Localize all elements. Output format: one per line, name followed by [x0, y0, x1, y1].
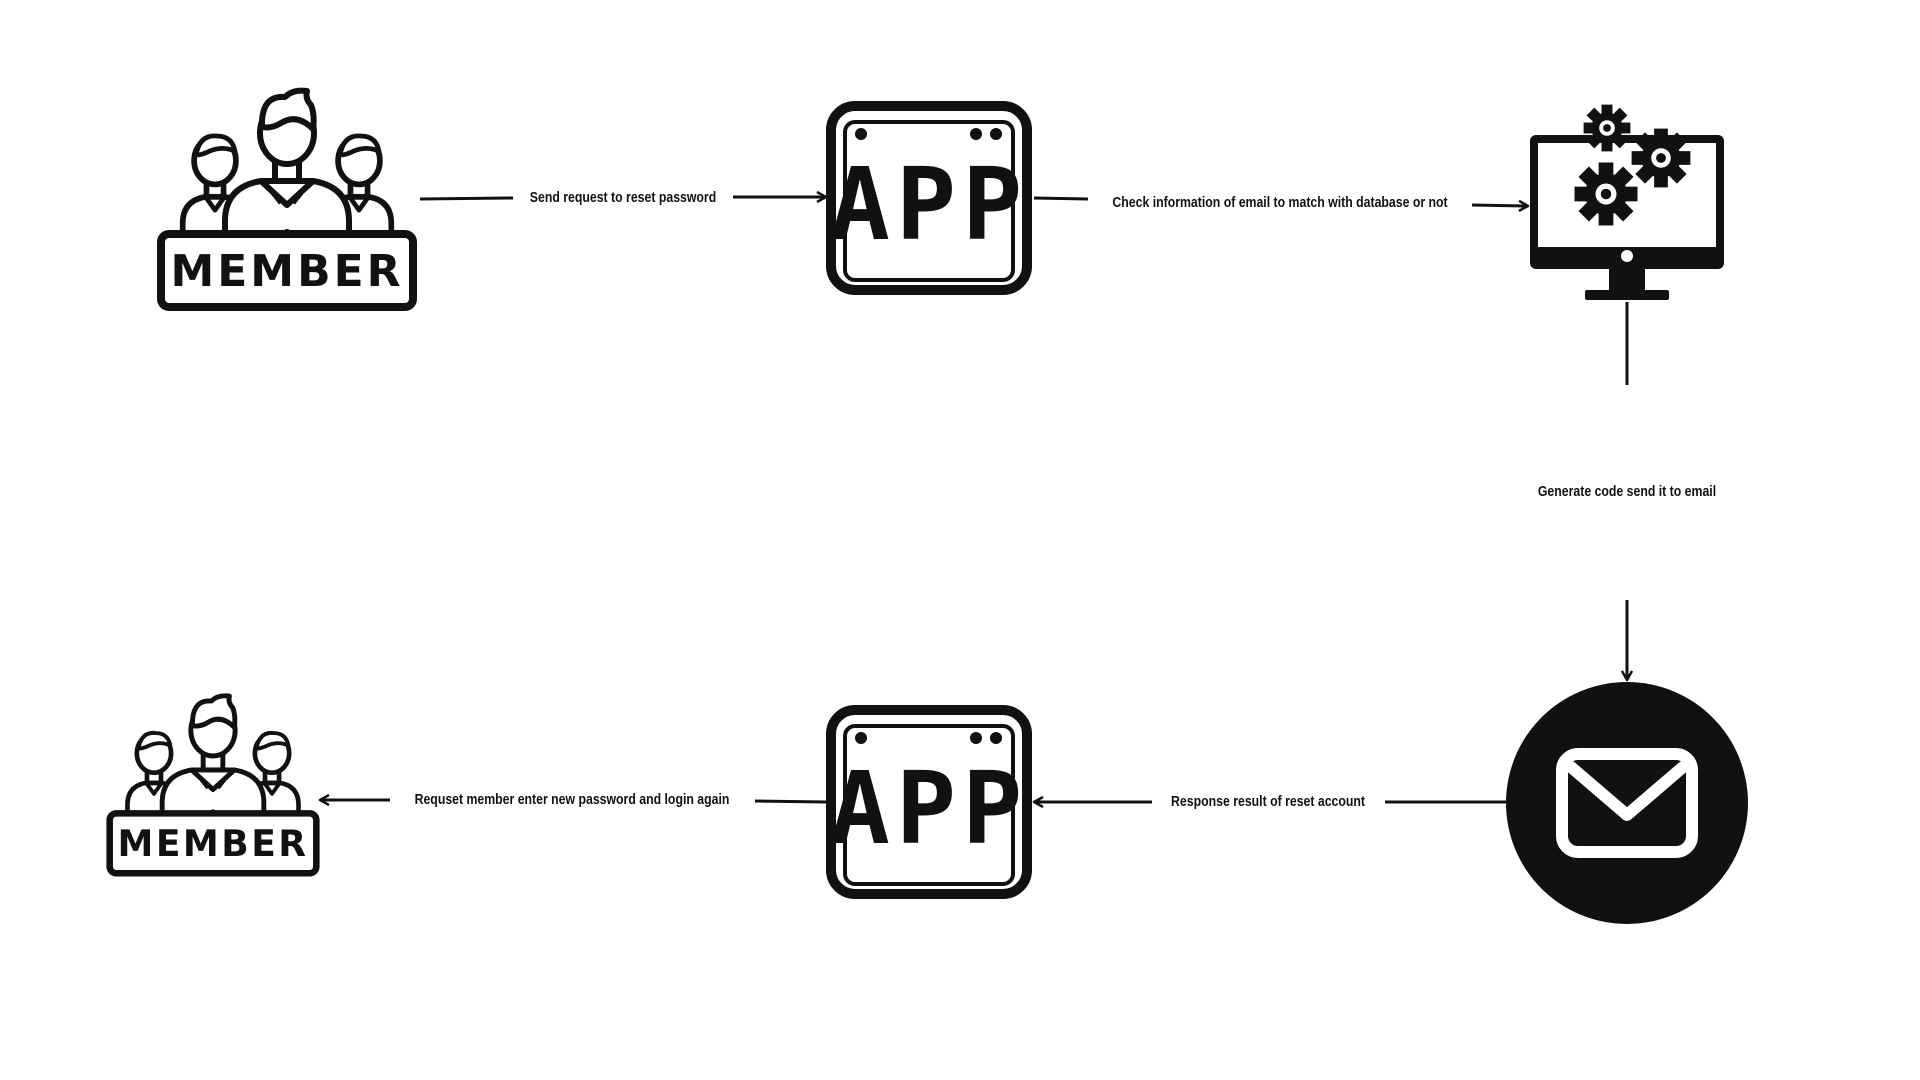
app-node-bottom: APP	[830, 710, 1029, 894]
monitor-gears-icon	[1530, 104, 1724, 300]
edge-email-to-app: Response result of reset account	[1034, 793, 1506, 809]
app-label: APP	[830, 146, 1029, 263]
member-label-box	[106, 810, 320, 877]
member-label: MEMBER	[117, 823, 308, 865]
member-node-top: MEMBER	[157, 91, 417, 311]
edge-label: Send request to reset password	[530, 189, 716, 205]
app-node-top: APP	[830, 106, 1029, 290]
member-label: MEMBER	[170, 246, 403, 297]
edge-label: Generate code send it to email	[1538, 483, 1716, 499]
envelope-icon	[1506, 682, 1748, 924]
email-node	[1506, 682, 1748, 924]
edge-label: Requset member enter new password and lo…	[415, 791, 730, 807]
edge-label: Response result of reset account	[1171, 793, 1365, 809]
member-label-box	[157, 230, 417, 311]
edge-app-to-server: Check information of email to match with…	[1033, 194, 1528, 210]
edge-member-to-app: Send request to reset password	[419, 189, 826, 205]
app-label: APP	[830, 750, 1029, 867]
server-node	[1530, 104, 1724, 300]
member-node-bottom: MEMBER	[106, 696, 320, 877]
edge-server-to-email: Generate code send it to email	[1538, 302, 1716, 680]
edge-app-to-member: Requset member enter new password and lo…	[320, 791, 827, 807]
edge-label: Check information of email to match with…	[1112, 194, 1448, 210]
